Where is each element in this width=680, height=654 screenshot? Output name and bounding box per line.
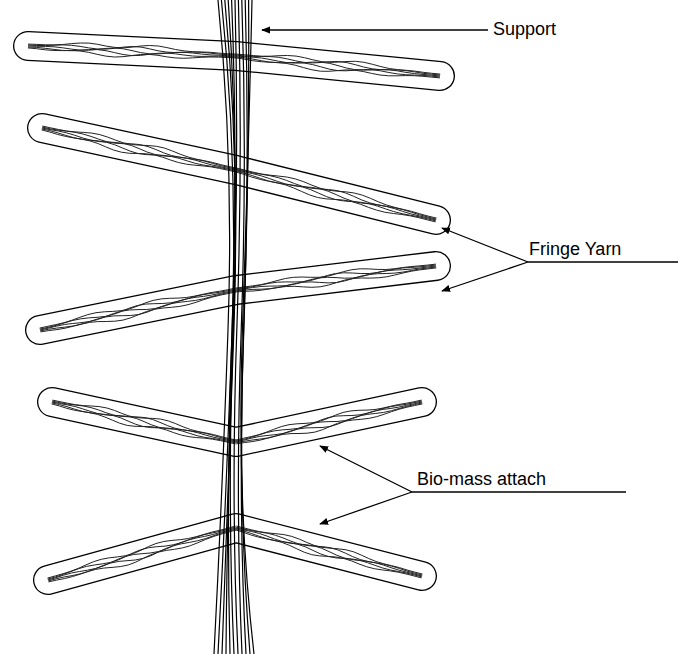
fringe-strand [236,169,436,219]
fringe-strand [28,43,236,54]
fringe-strand [236,267,436,291]
fringe-strand [40,288,236,328]
fringe-strand [236,400,422,440]
fringe-strand [42,126,236,168]
biomass-leader [320,446,412,492]
fringe-strand [52,404,236,444]
biomass-outline [42,128,436,220]
biomass-underline [412,491,626,492]
biomass-leader [320,492,412,524]
fringe-strand [42,130,236,172]
fringe-strand [236,268,436,292]
fringe-leader [442,262,528,291]
fringe-strand [236,172,436,222]
fringe-strand [40,292,236,332]
biomass-fill [42,128,436,220]
fringe-strand [237,168,437,218]
fringe-strand [42,127,236,169]
fringe-strand [236,266,436,290]
fringe-strand [236,403,422,443]
fringe-strand [48,526,236,578]
support-leader [262,29,488,30]
fringe-strand [28,48,236,58]
fringe-strand [236,529,422,577]
fringe-strand [236,404,422,444]
part-label: Support [492,20,557,40]
fringe-strand [236,264,436,288]
fringe-strand [52,402,236,442]
fringe-leader [442,228,528,262]
fringe-strand [236,56,440,76]
fringe-strand [40,290,236,330]
fringe-strand [236,58,440,78]
fringe-strand [48,528,236,580]
fringe-strand [52,400,236,440]
fringe-strand [236,171,436,221]
fringe-strand [52,401,236,441]
fringe-strand [42,129,236,171]
part-label: Bio-mass attach [416,470,547,490]
fringe-strand [236,527,422,575]
fringe-strand [237,526,423,574]
fringe-strand [236,170,436,220]
fringe-strand [40,291,236,331]
fringe-strand [236,528,422,576]
fringe-strand [42,128,236,170]
support-bundle [214,0,254,654]
fringe-strand [40,289,236,329]
fringe-strand [236,265,436,289]
fringe-strand [49,530,237,582]
fringe-strand [236,401,422,441]
fringe-strand [236,55,440,75]
fringe-strand [236,402,422,442]
fringe-strand [48,529,236,581]
support-strand [228,0,235,654]
support-strand [241,0,254,654]
leader-lines [262,30,678,524]
fringe-underline [528,261,678,262]
support-strand [230,0,236,654]
part-label: Fringe Yarn [528,240,622,260]
fringe-strand [48,527,236,579]
fringe-strand [236,530,422,578]
fringe-strand [236,57,440,77]
fringe-strand [52,403,236,443]
